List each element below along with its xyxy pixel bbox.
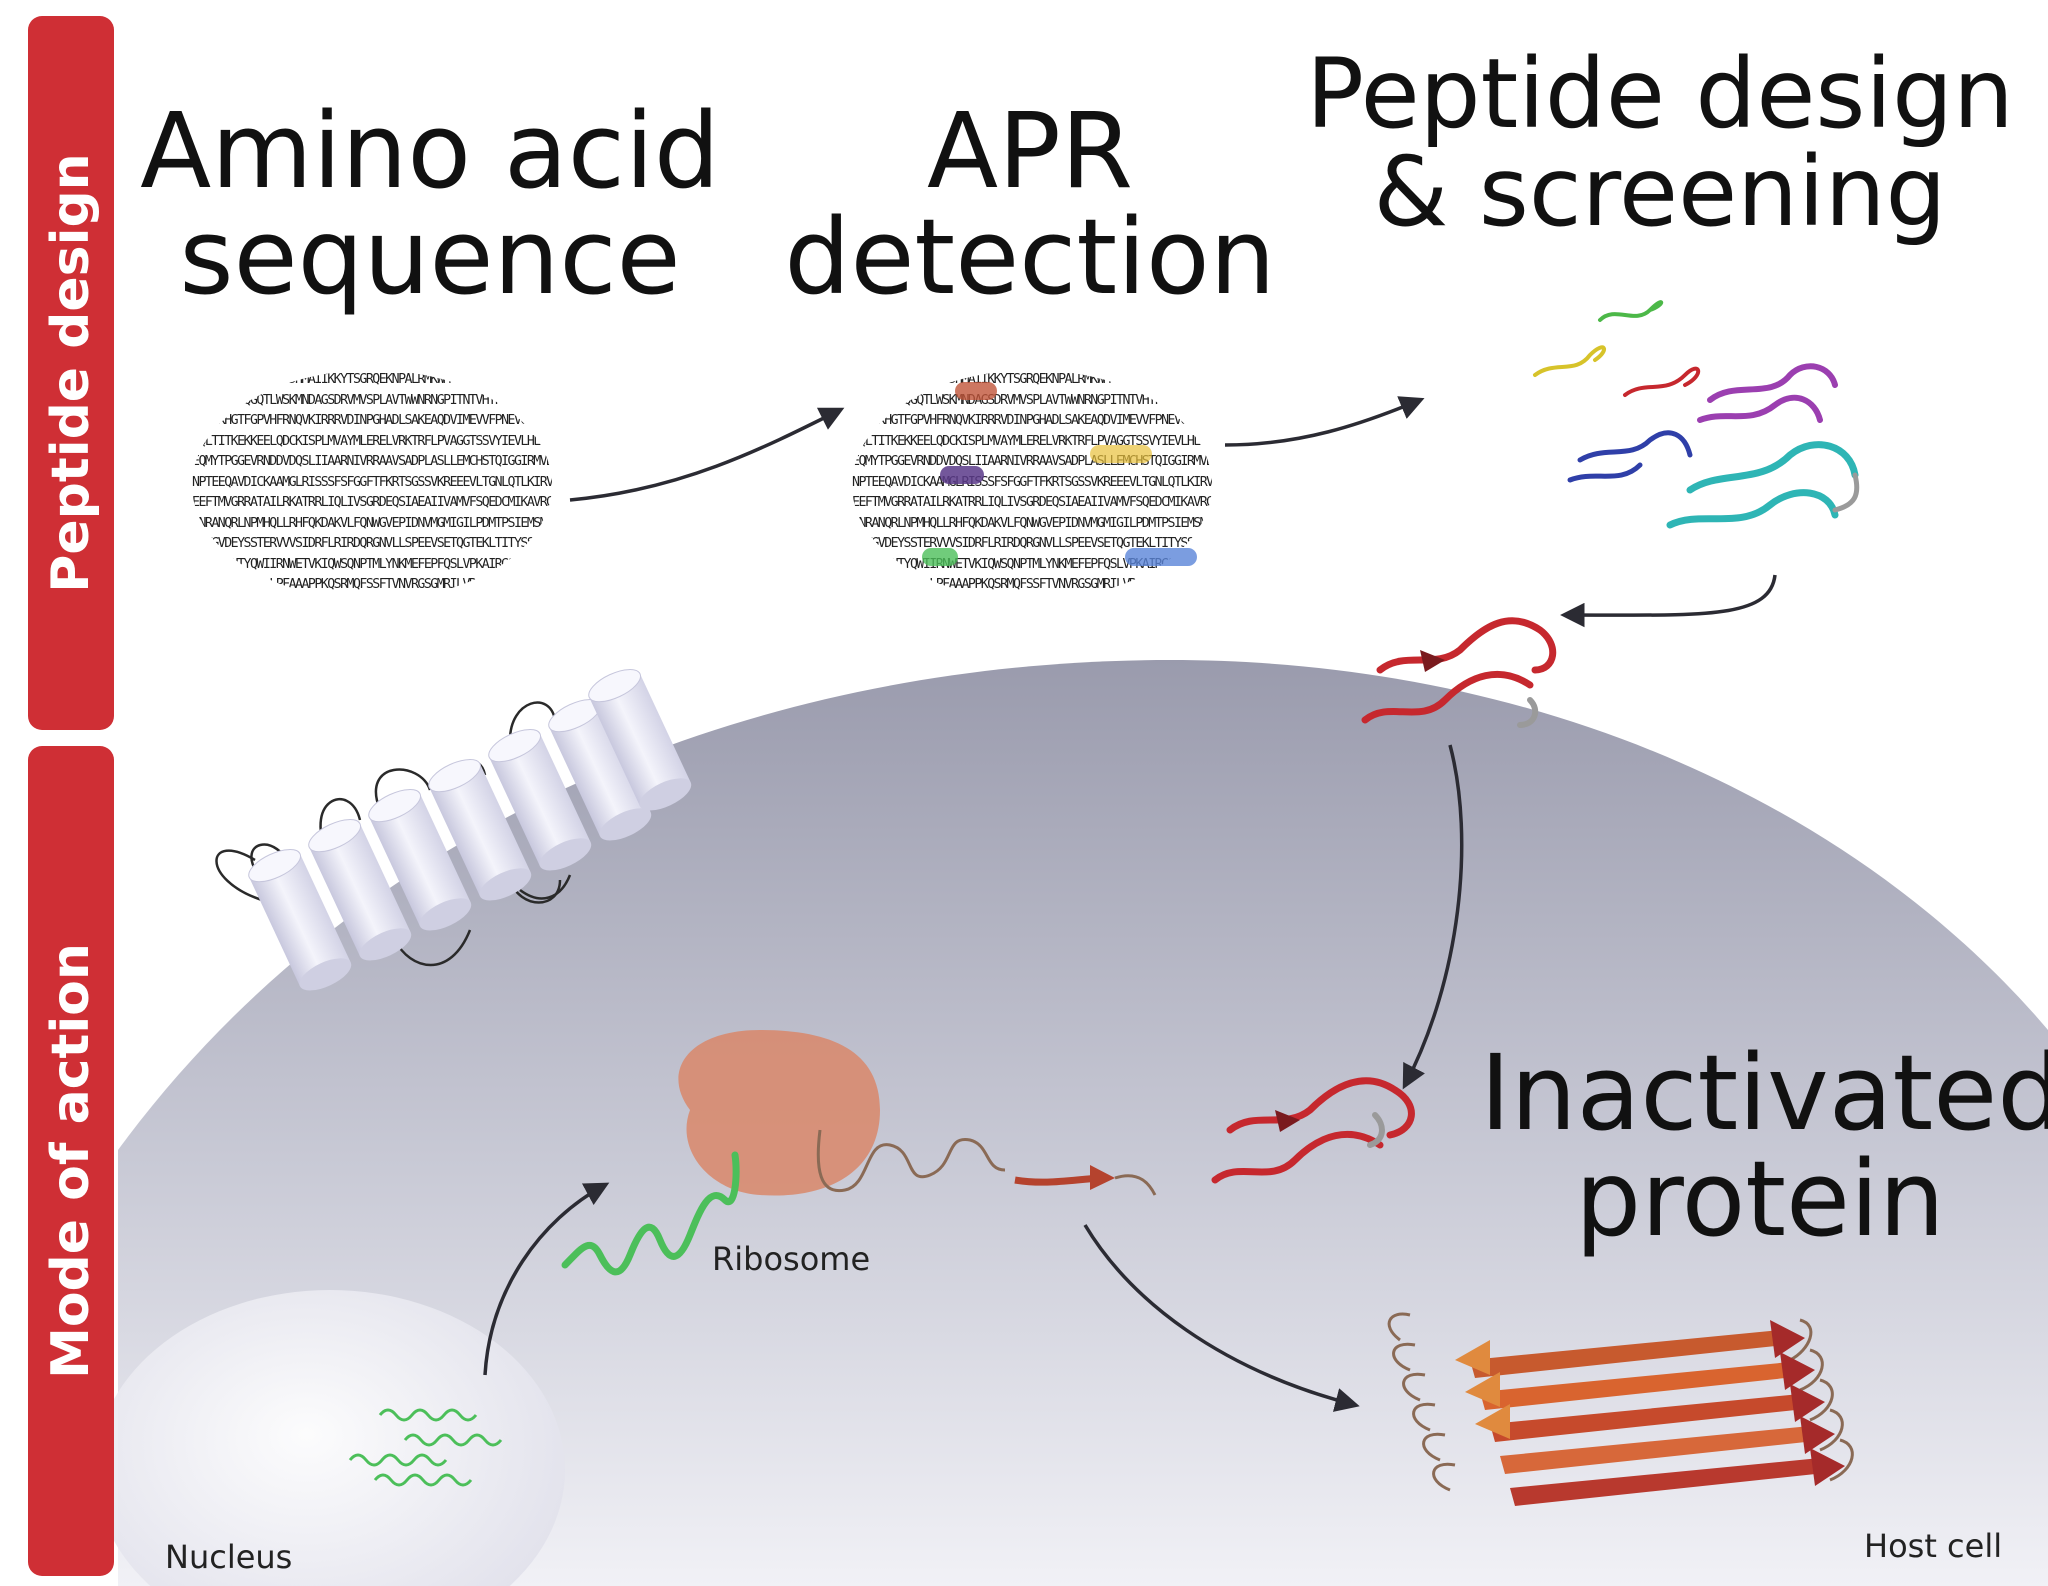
title-peptide-design-screening: Peptide design & screening bbox=[1290, 38, 2030, 248]
nascent-strand bbox=[1014, 1174, 1101, 1186]
sequence-line: NPTEEQAVDICKAAMGLRISSSFSFGGFTFKRTSGSSVKR… bbox=[192, 474, 552, 490]
title-inactivated-line2: protein bbox=[1575, 1138, 1945, 1261]
title-peptide-line1: Peptide design bbox=[1306, 38, 2014, 150]
sequence-line: EQMYTPGGEVRNDDVDQSLIIAARNIVRRAAVSADPLASL… bbox=[852, 454, 1212, 469]
sequence-block-raw: MSQSRTREILTKTTVDHMAIIKKYTSGRQEKNPALRMKWM… bbox=[192, 370, 552, 600]
apr-highlight-orange bbox=[955, 382, 997, 400]
apr-highlight-yellow bbox=[1090, 445, 1152, 463]
ribosome bbox=[678, 1030, 880, 1196]
sequence-line: EQMYTPGGEVRNDDVDQSLIIAARNIVRRAAVSADPLASL… bbox=[192, 454, 552, 469]
sequence-line: VERLKHGTFGPVHFRNQVKIRRRVDINPGHADLSAKEAQD… bbox=[852, 413, 1212, 428]
sequence-line: SKMGVDEYSSTERVVVSIDRFLRIRDQRGNVLLSPEEVSE… bbox=[192, 536, 552, 551]
sidebar-tab-mode-of-action: Mode of action bbox=[28, 746, 114, 1576]
sequence-line: SKMGVDEYSSTERVVVSIDRFLRIRDQRGNVLLSPEEVSE… bbox=[852, 536, 1212, 551]
nascent-strand-arrow-icon bbox=[1090, 1165, 1115, 1190]
title-apr-detection: APR detection bbox=[770, 98, 1290, 310]
sequence-line: VNRANQRLNPMHQLLRHFQKDAKVLFQNWGVEPIDNVMGM… bbox=[192, 515, 552, 531]
sequence-line: VERLKHGTFGPVHFRNQVKIRRRVDINPGHADLSAKEAQD… bbox=[192, 413, 552, 428]
process-arrows bbox=[483, 396, 1777, 1412]
sidebar-label-mode-of-action: Mode of action bbox=[41, 943, 101, 1379]
label-nucleus: Nucleus bbox=[165, 1538, 293, 1576]
sequence-line: EMIPERNEQGQTLWSKMNDAGSDRVMVSPLAVTWWNRNGP… bbox=[192, 392, 522, 408]
peptide-library bbox=[1533, 300, 1860, 529]
title-inactivated-protein: Inactivated protein bbox=[1480, 1032, 2048, 1261]
nucleus bbox=[95, 1290, 565, 1586]
sequence-line: VNRANQRLNPMHQLLRHFQKDAKVLFQNWGVEPIDNVMGM… bbox=[852, 515, 1212, 531]
arrow-chain-to-aggregate bbox=[1083, 1224, 1360, 1412]
arrow-nucleus-to-ribosome bbox=[483, 1182, 610, 1376]
arrow-screening-to-peptide bbox=[1560, 574, 1777, 628]
label-host-cell: Host cell bbox=[1864, 1527, 2003, 1565]
sequence-line: SQLTITKEKKEELQDCKISPLMVAYMLERELVRKTRFLPV… bbox=[852, 433, 1212, 449]
sidebar-tab-peptide-design: Peptide design bbox=[28, 16, 114, 730]
apr-highlight-blue bbox=[1125, 548, 1197, 566]
title-inactivated-line1: Inactivated bbox=[1480, 1032, 2048, 1154]
title-amino-acid-line2: sequence bbox=[179, 196, 681, 319]
helix-cylinders bbox=[248, 669, 692, 991]
title-apr-line2: detection bbox=[784, 196, 1276, 319]
sequence-line: EEFTMVGRRATAILRKATRRLIQLIVSGRDEQSIAEAIIV… bbox=[192, 495, 552, 510]
sidebar-label-peptide-design: Peptide design bbox=[41, 153, 101, 593]
sequence-line: DESVLVNTYQWIIRNWETVKIQWSQNPTMLYNKMEFEPFQ… bbox=[192, 556, 552, 572]
sequence-line: EEFTMVGRRATAILRKATRRLIQLIVSGRDEQSIAEAIIV… bbox=[852, 495, 1212, 510]
arrow-sequence-to-apr bbox=[569, 407, 845, 502]
nuclear-mrna-group bbox=[348, 1408, 503, 1487]
peptide-membrane bbox=[1361, 617, 1557, 728]
apr-highlight-purple bbox=[940, 466, 984, 484]
title-peptide-line2: & screening bbox=[1373, 135, 1947, 248]
protein-aggregate bbox=[1387, 1312, 1854, 1506]
arrow-peptide-into-cell bbox=[1402, 744, 1464, 1090]
title-amino-acid-line1: Amino acid bbox=[140, 90, 720, 212]
label-ribosome: Ribosome bbox=[712, 1240, 871, 1278]
apr-highlight-green bbox=[922, 548, 958, 566]
title-apr-line1: APR bbox=[926, 90, 1134, 212]
arrow-apr-to-design bbox=[1224, 396, 1425, 447]
nascent-polypeptide bbox=[816, 1129, 1006, 1193]
sequence-line: NPTEEQAVDICKAAMGLRISSSFSFGGFTFKRTSGSSVKR… bbox=[852, 474, 1212, 490]
sequence-line: SQLTITKEKKEELQDCKISPLMVAYMLERELVRKTRFLPV… bbox=[192, 433, 552, 449]
mrna-strand bbox=[561, 1151, 740, 1276]
sequence-block-apr: MSQSRTREILTKTTVDHMAIIKKYTSGRQEKNPALRMKWM… bbox=[852, 370, 1212, 600]
sequence-line: EMIPERNEQGQTLWSKMNDAGSDRVMVSPLAVTWWNRNGP… bbox=[852, 392, 1182, 408]
peptide-cytoplasm bbox=[1211, 1077, 1415, 1184]
title-amino-acid-sequence: Amino acid sequence bbox=[140, 98, 720, 310]
